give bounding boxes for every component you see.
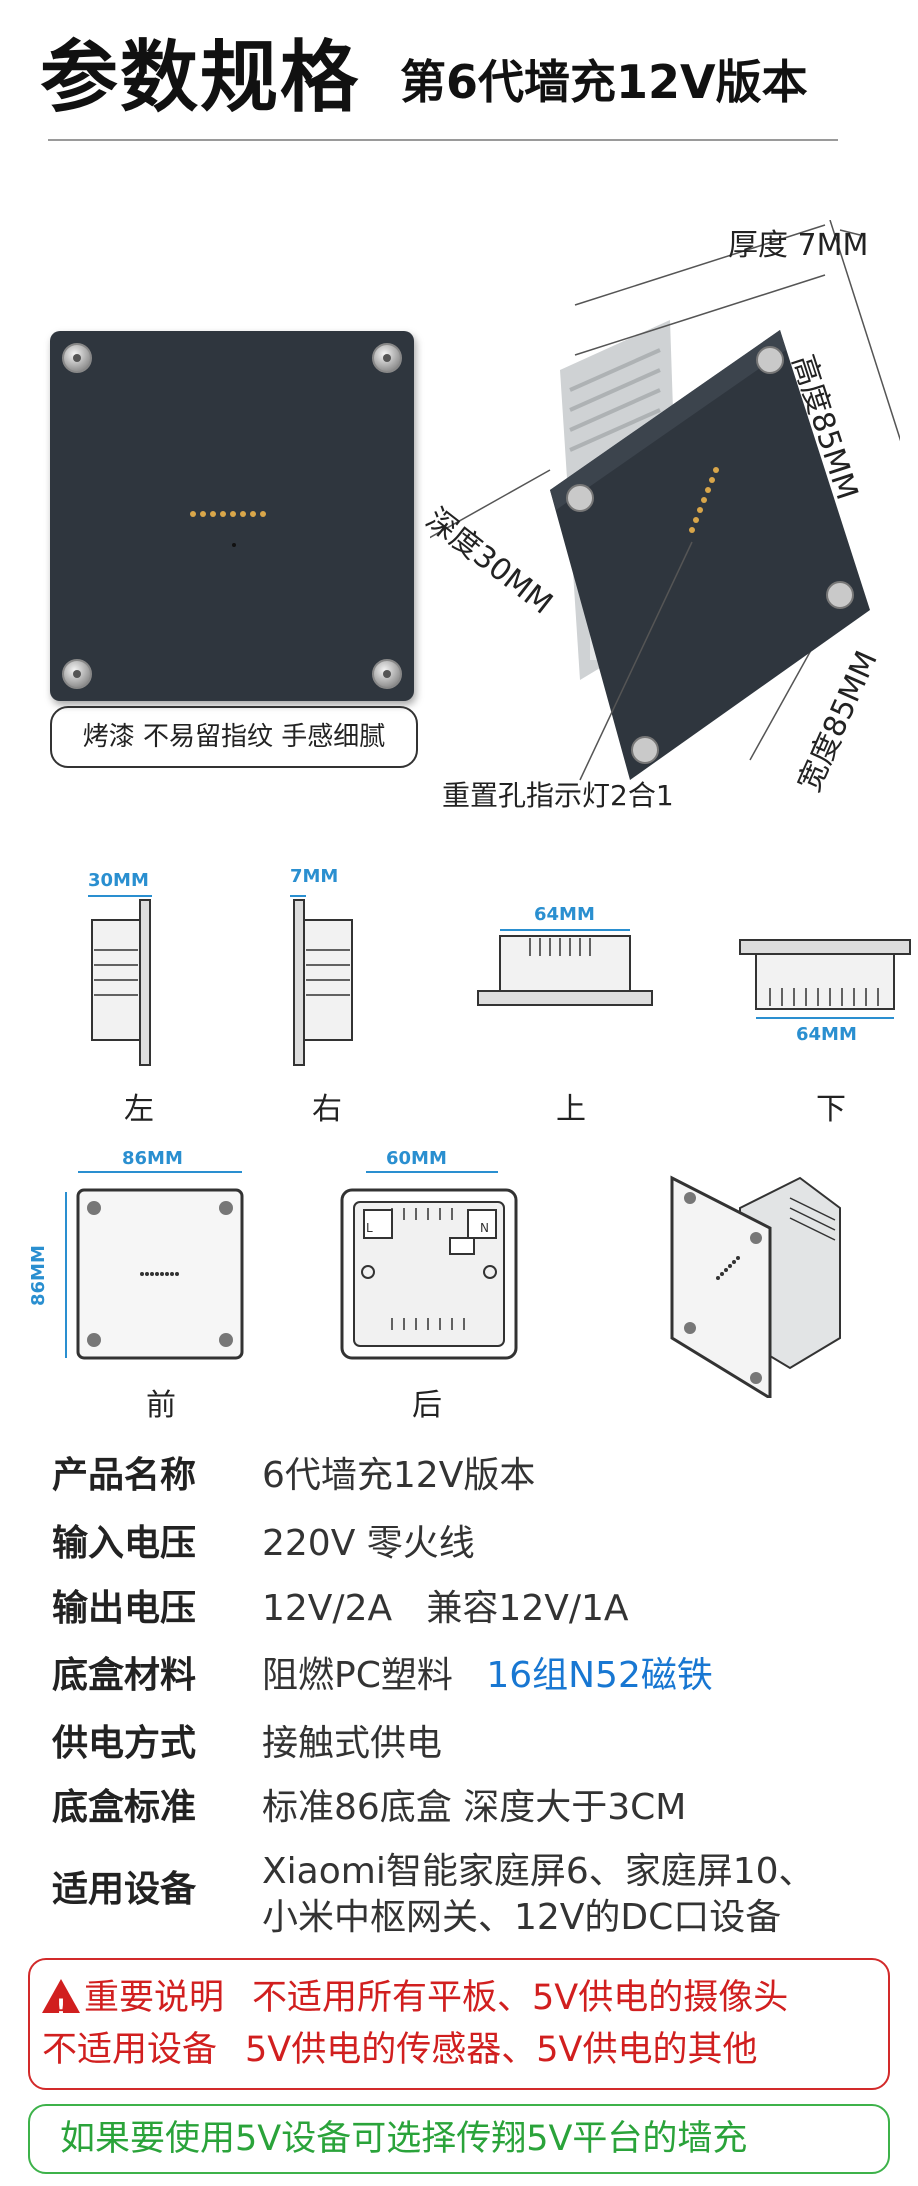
spec-value-output-voltage: 12V/2A 兼容12V/1A (262, 1588, 629, 1629)
header-divider (48, 139, 838, 141)
spec-value-box-material: 阻燃PC塑料 16组N52磁铁 (262, 1652, 713, 1700)
warning-label-not-applicable: 不适用设备 (42, 2030, 218, 2070)
screw-icon (62, 659, 92, 689)
front-view-label: 前 (146, 1388, 176, 1423)
left-view-label: 左 (124, 1092, 154, 1127)
spec-key-box-standard: 底盒标准 (52, 1787, 197, 1828)
product-front-panel (50, 331, 414, 701)
screw-icon (372, 659, 402, 689)
back-angled-view (670, 1175, 841, 1398)
top-view-dim: 64MM (534, 904, 595, 925)
pogo-pin-contacts (190, 511, 266, 517)
spec-key-power-method: 供电方式 (52, 1723, 197, 1764)
back-view-label: 后 (412, 1388, 442, 1423)
spec-value-power-method: 接触式供电 (262, 1723, 443, 1764)
warning-line-2: 不适用设备 5V供电的传感器、5V供电的其他 (42, 2026, 757, 2074)
right-side-view (290, 895, 353, 1066)
tip-box: 如果要使用5V设备可选择传翔5V平台的墙充 (28, 2104, 890, 2174)
screw-icon (62, 343, 92, 373)
spec-key-output-voltage: 输出电压 (52, 1588, 197, 1629)
spec-value-compatible-line1: Xiaomi智能家庭屏6、家庭屏10、 (262, 1851, 815, 1892)
top-view-label: 上 (556, 1092, 586, 1127)
screw-icon (372, 343, 402, 373)
warning-label-important: 重要说明 (84, 1978, 225, 2018)
spec-value-material: 阻燃PC塑料 (262, 1655, 453, 1696)
right-view-dim: 7MM (290, 866, 339, 887)
thickness-label: 厚度 7MM (728, 228, 869, 263)
reset-hole-dot (232, 543, 236, 547)
spec-key-box-material: 底盒材料 (52, 1655, 197, 1696)
spec-value-magnets: 16组N52磁铁 (486, 1655, 713, 1696)
spec-value-product-name: 6代墙充12V版本 (262, 1455, 536, 1496)
page-title: 参数规格 (40, 33, 361, 123)
right-view-label: 右 (312, 1092, 342, 1127)
left-side-view (88, 895, 152, 1066)
back-view: L N (340, 1171, 518, 1360)
warning-icon (42, 1979, 80, 2033)
finish-badge: 烤漆 不易留指纹 手感细腻 (50, 706, 418, 768)
spec-key-compatible-devices: 适用设备 (52, 1869, 197, 1910)
top-view (477, 929, 653, 1006)
reset-hole-label: 重置孔指示灯2合1 (442, 779, 674, 812)
spec-value-compatible-line2: 小米中枢网关、12V的DC口设备 (262, 1897, 782, 1938)
spec-value-box-standard: 标准86底盒 深度大于3CM (262, 1787, 687, 1828)
back-view-width-dim: 60MM (386, 1148, 447, 1169)
warning-text-2: 5V供电的传感器、5V供电的其他 (245, 2030, 758, 2070)
front-view (65, 1171, 244, 1360)
spec-key-product-name: 产品名称 (52, 1455, 197, 1496)
spec-value-input-voltage: 220V 零火线 (262, 1523, 475, 1564)
bottom-view (739, 939, 911, 1019)
front-view-height-dim: 86MM (28, 1245, 49, 1306)
back-terminal-l: L (366, 1221, 373, 1235)
front-view-width-dim: 86MM (122, 1148, 183, 1169)
bottom-view-dim: 64MM (796, 1024, 857, 1045)
warning-text-1: 不适用所有平板、5V供电的摄像头 (252, 1978, 789, 2018)
product-angled-view (430, 220, 900, 781)
bottom-view-label: 下 (816, 1092, 846, 1127)
page-subtitle: 第6代墙充12V版本 (400, 55, 808, 109)
left-view-dim: 30MM (88, 870, 149, 891)
back-terminal-n: N (480, 1221, 489, 1235)
spec-key-input-voltage: 输入电压 (52, 1523, 197, 1564)
